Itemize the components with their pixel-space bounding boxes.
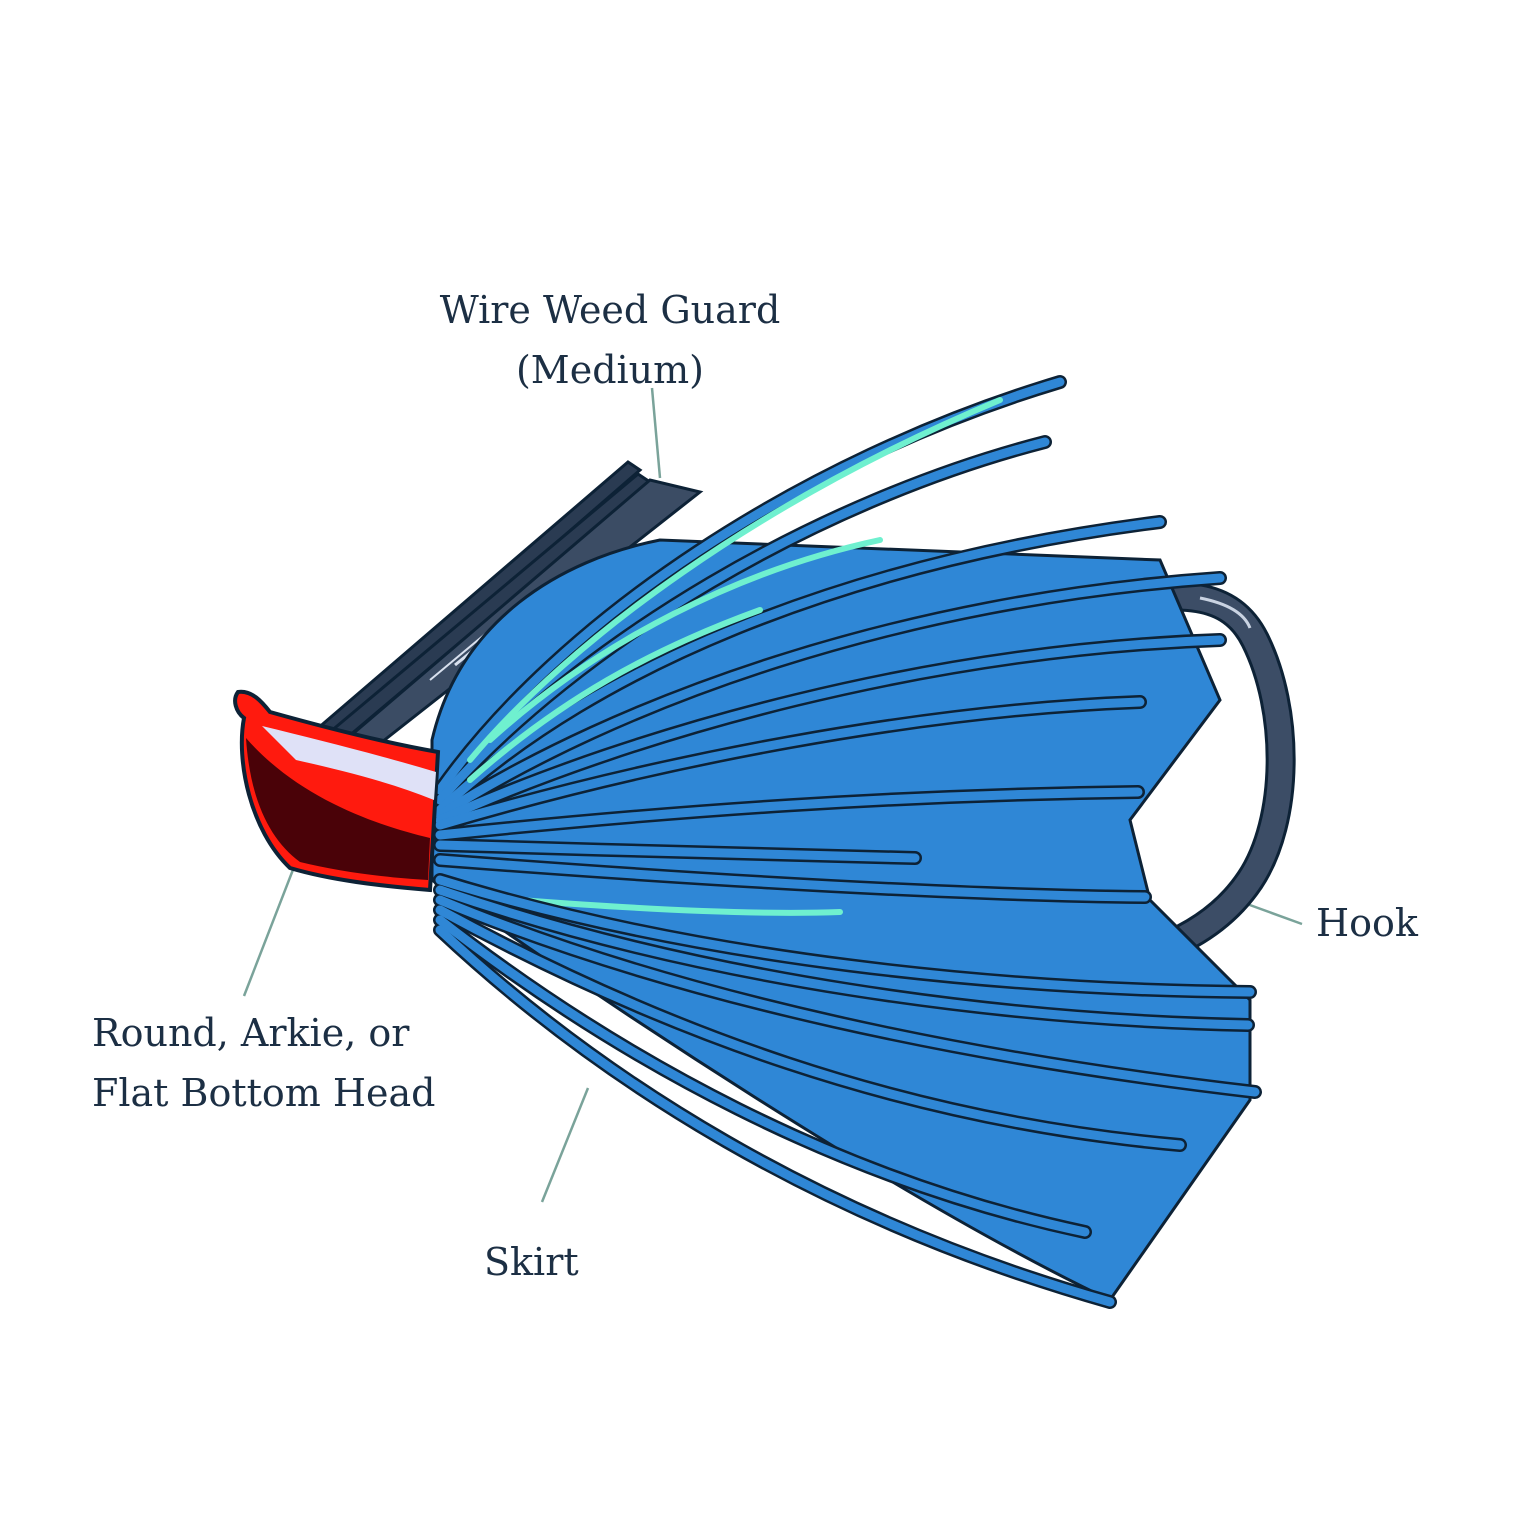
label-skirt: Skirt bbox=[484, 1240, 579, 1284]
leader-line-skirt bbox=[540, 1087, 590, 1203]
label-head: Round, Arkie, or Flat Bottom Head bbox=[92, 1003, 435, 1123]
label-wire-weed-guard-line2: (Medium) bbox=[515, 348, 705, 392]
leader-line-weed-guard bbox=[650, 387, 662, 479]
label-hook: Hook bbox=[1316, 901, 1418, 945]
label-wire-weed-guard-line1: Wire Weed Guard bbox=[439, 288, 781, 332]
label-wire-weed-guard: Wire Weed Guard (Medium) bbox=[420, 280, 800, 400]
skirt-shape bbox=[430, 375, 1262, 1309]
label-head-line1: Round, Arkie, or bbox=[92, 1011, 410, 1055]
label-head-line2: Flat Bottom Head bbox=[92, 1071, 436, 1115]
jig-head-shape bbox=[233, 689, 441, 893]
leader-line-head bbox=[242, 861, 298, 997]
